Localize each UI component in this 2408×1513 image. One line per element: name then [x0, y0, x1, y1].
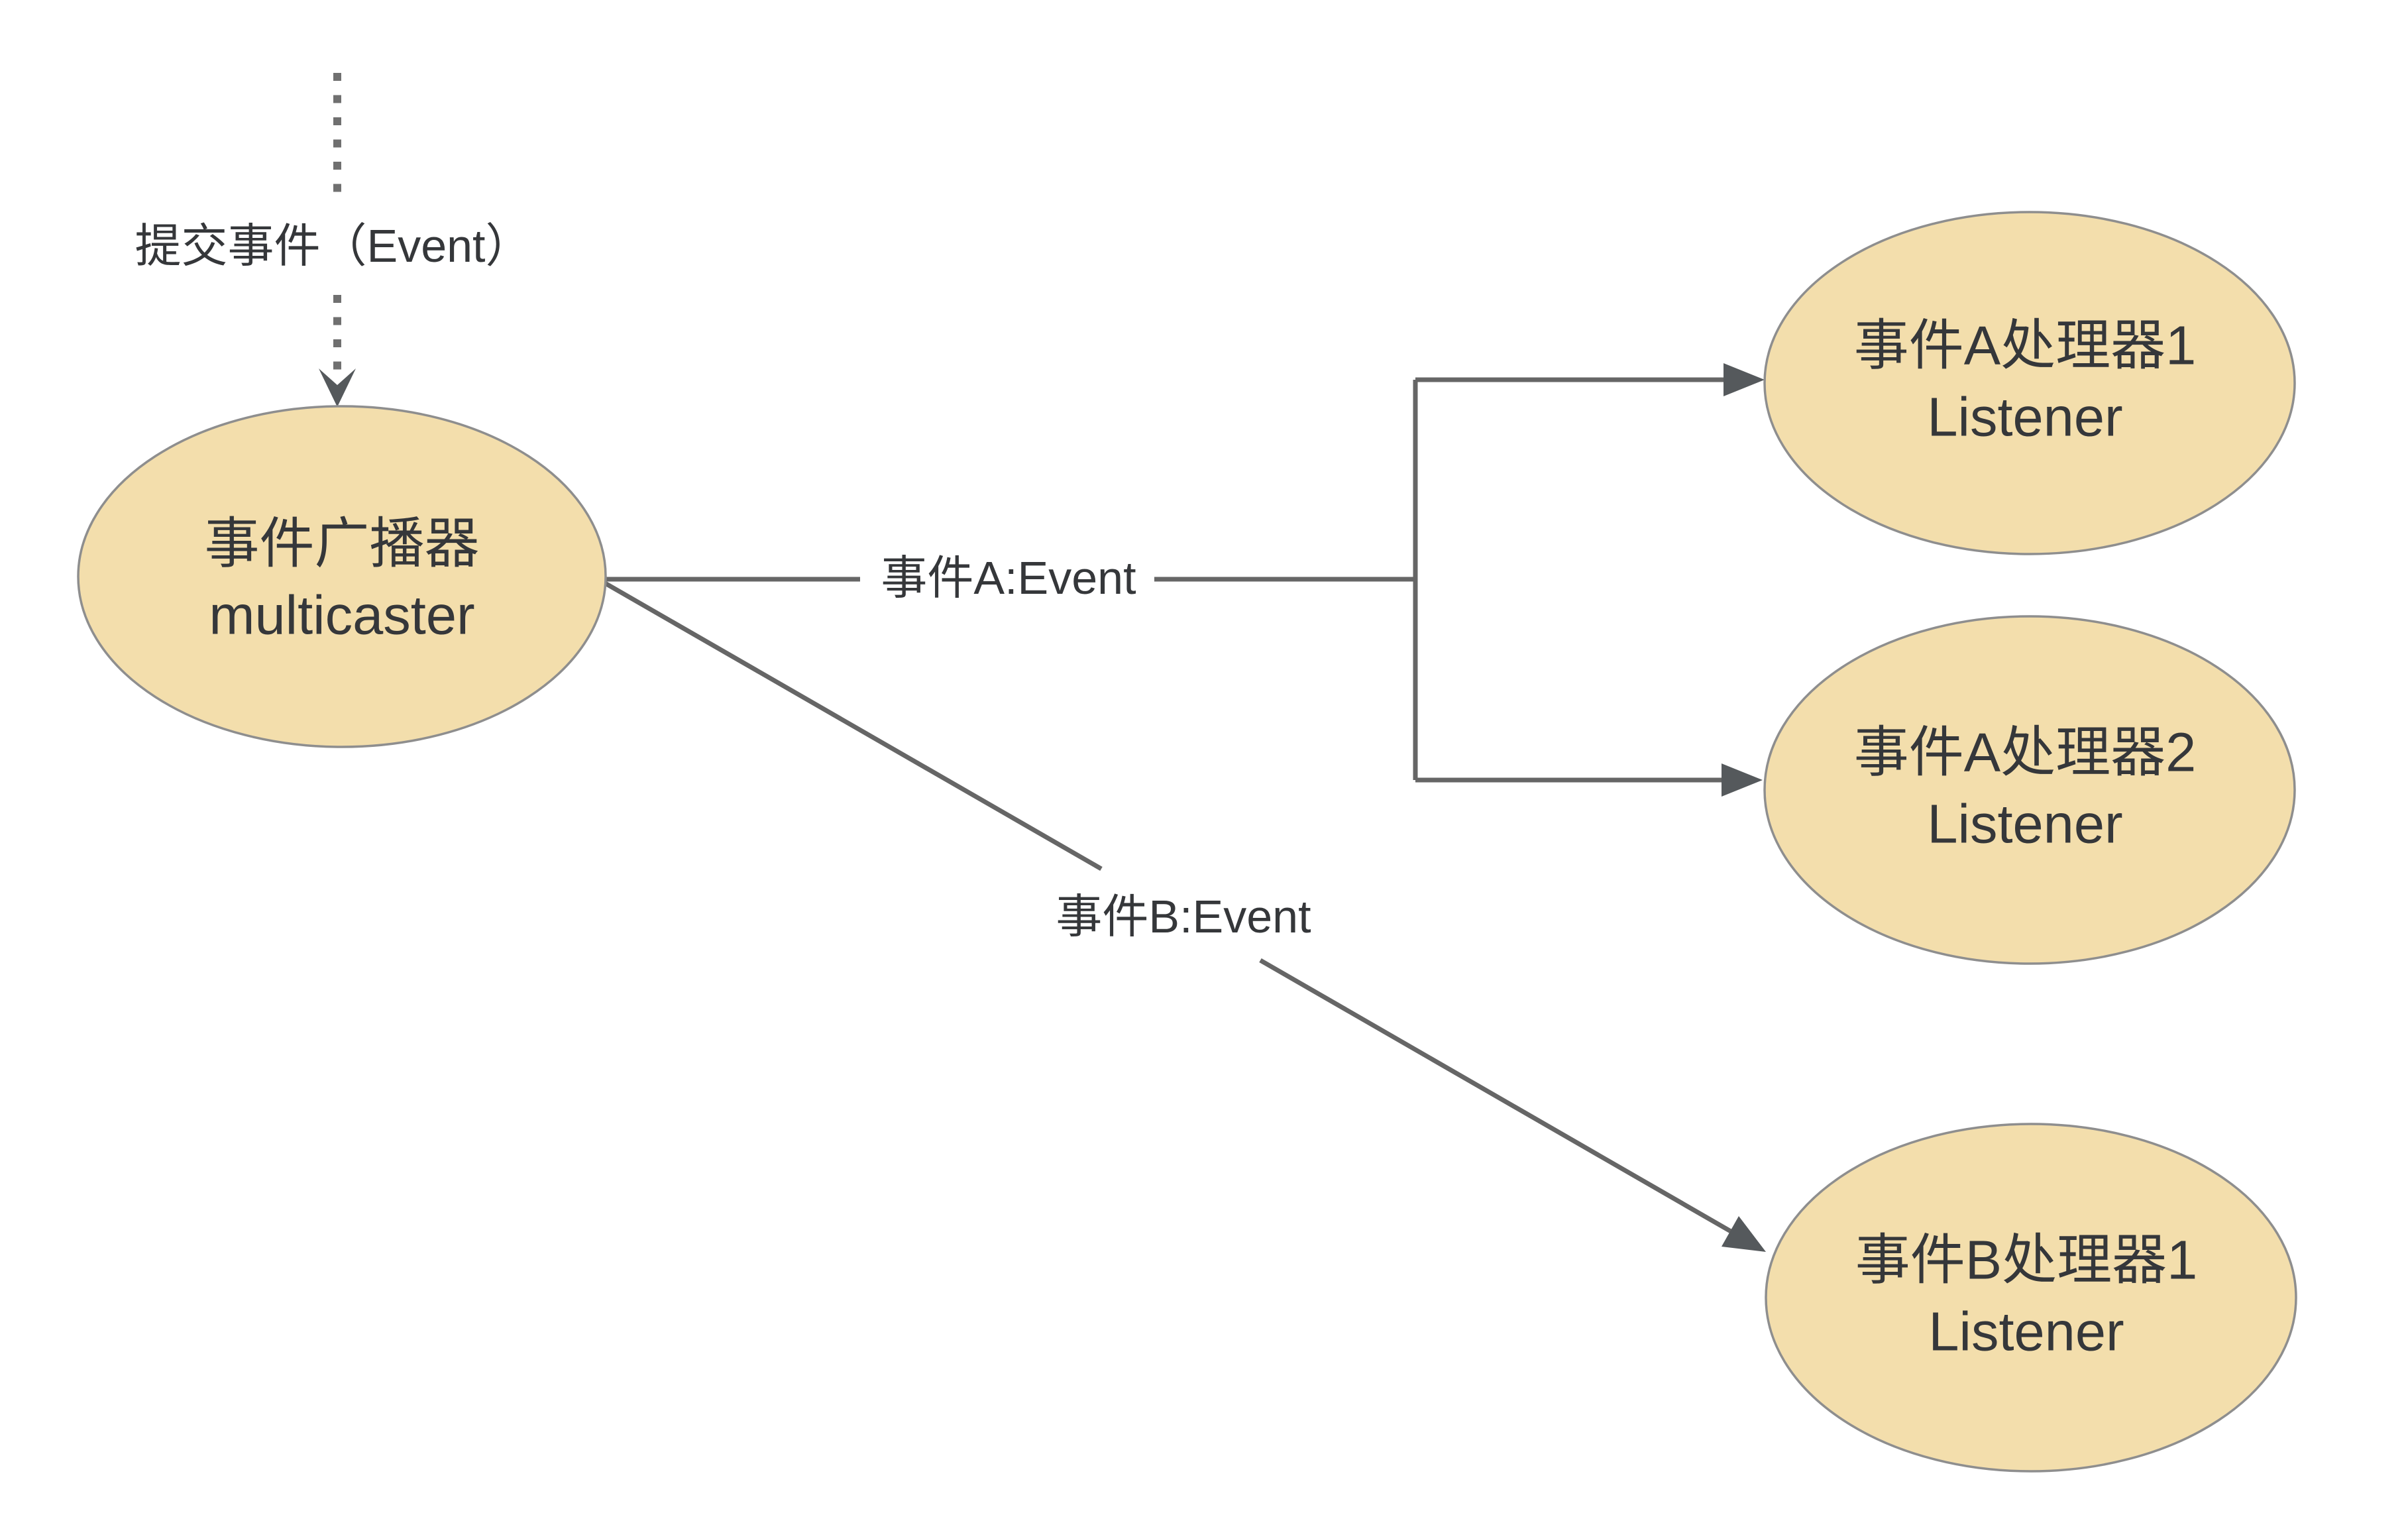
multicaster-title-cn: 事件广播器: [205, 513, 480, 575]
event-a-connector: [602, 363, 1765, 797]
event-a-label: 事件A:Event: [881, 552, 1136, 604]
listener-b1-ellipse: [1765, 1123, 2297, 1473]
right-arrowhead-a1-icon: [1724, 363, 1765, 396]
multicaster-ellipse: [77, 405, 607, 748]
diagonal-arrowhead-b1-icon: [1722, 1216, 1766, 1252]
event-b-line-upper: [600, 579, 1103, 871]
listener-a1-title-en: Listener: [1927, 386, 2122, 448]
listener-a1-ellipse: [1763, 211, 2296, 555]
down-chevron-arrowhead-icon: [319, 368, 356, 407]
multicaster-node: 事件广播器 multicaster: [77, 405, 607, 748]
listener-a1-node: 事件A处理器1 Listener: [1763, 211, 2296, 555]
event-b-connector: [600, 579, 1766, 1252]
listener-b1-node: 事件B处理器1 Listener: [1765, 1123, 2297, 1473]
event-b-label: 事件B:Event: [1056, 891, 1311, 942]
submit-event-label: 提交事件（Event）: [135, 220, 532, 272]
multicaster-title-en: multicaster: [209, 585, 474, 646]
listener-a2-ellipse: [1763, 615, 2296, 965]
submit-event-dotted-arrow: [319, 73, 356, 407]
listener-b1-title-cn: 事件B处理器1: [1855, 1229, 2198, 1291]
listener-a2-title-cn: 事件A处理器2: [1854, 722, 2197, 783]
listener-a2-title-en: Listener: [1927, 793, 2122, 855]
listener-a2-node: 事件A处理器2 Listener: [1763, 615, 2296, 965]
right-arrowhead-a2-icon: [1722, 763, 1763, 797]
event-b-line-lower: [1259, 958, 1732, 1234]
listener-b1-title-en: Listener: [1928, 1301, 2124, 1363]
listener-a1-title-cn: 事件A处理器1: [1854, 315, 2197, 376]
